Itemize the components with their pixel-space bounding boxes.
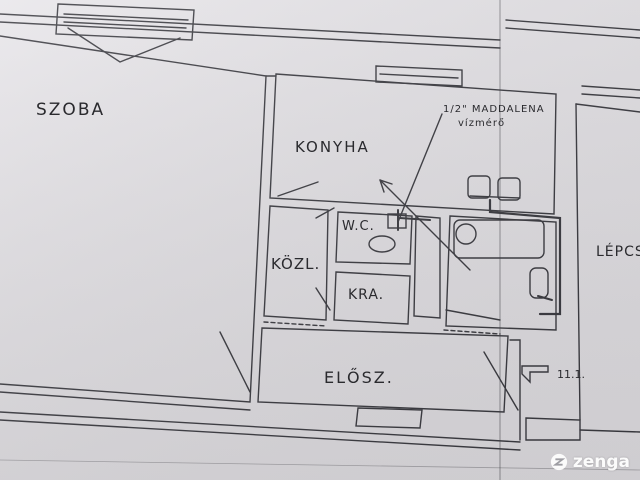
room-label-kozl: KÖZL. [271,255,321,273]
water-meter-annotation: 1/2" MADDALENA [443,104,545,115]
water-meter-subtitle: vízmérő [458,118,506,129]
room-label-szoba: SZOBA [36,100,106,120]
room-label-konyha: KONYHA [295,138,370,156]
room-label-kra: KRA. [348,287,385,303]
watermark-text: zenga [572,452,630,472]
entrance-mark: 11.1. [557,368,585,381]
room-label-elosz: ELŐSZ. [324,368,394,387]
zenga-logo-icon [550,453,567,471]
room-label-lepcs: LÉPCS [596,244,640,260]
room-label-wc: W.C. [342,219,375,234]
watermark: zenga [550,452,630,472]
